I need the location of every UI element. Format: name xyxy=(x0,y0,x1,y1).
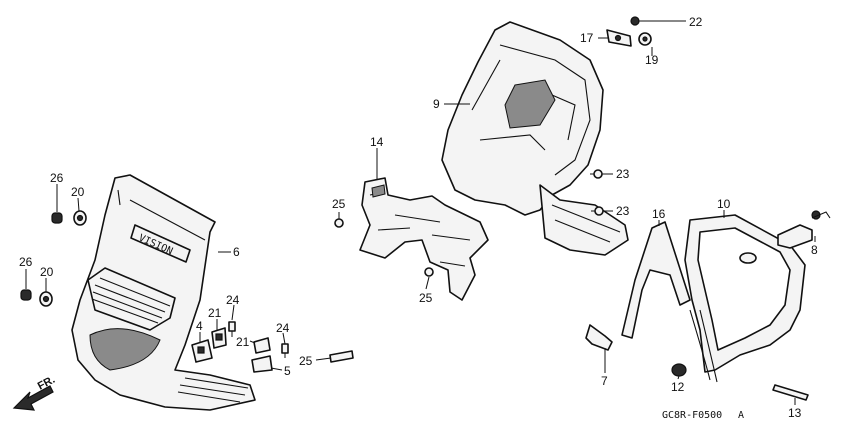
latch-17 xyxy=(606,29,632,47)
callout-20-lower: 20 xyxy=(40,265,54,279)
grommet-26-upper xyxy=(51,212,63,224)
callout-25-b: 25 xyxy=(332,197,346,211)
lock-8 xyxy=(777,210,831,249)
callouts: 26 20 26 20 6 4 21 24 21 24 5 25 14 25 2… xyxy=(19,15,818,420)
callout-26-upper: 26 xyxy=(50,171,64,185)
vision-emblem xyxy=(130,224,191,263)
clip-21-b xyxy=(253,337,271,354)
callout-14: 14 xyxy=(370,135,384,149)
screw-24-b xyxy=(281,343,289,358)
bracket-5 xyxy=(251,355,273,373)
screw-23-a xyxy=(590,169,603,179)
grommet-26-lower xyxy=(20,289,32,301)
callout-9: 9 xyxy=(433,97,440,111)
pin-13 xyxy=(772,384,809,401)
inner-frame-10 xyxy=(684,214,806,383)
callout-23-b: 23 xyxy=(616,204,630,218)
clip-7 xyxy=(585,324,613,351)
direction-label: FR. xyxy=(36,374,57,393)
leader-lines xyxy=(25,20,816,405)
grommet-12 xyxy=(671,363,687,377)
callout-13: 13 xyxy=(788,406,802,420)
front-cover: VISION xyxy=(71,174,256,411)
callout-17: 17 xyxy=(580,31,594,45)
drawing-code: GC8R-F0500 xyxy=(662,410,722,421)
callout-25-a: 25 xyxy=(299,354,313,368)
callout-26-lower: 26 xyxy=(19,255,33,269)
callout-24-a: 24 xyxy=(226,293,240,307)
inner-panel xyxy=(441,21,629,256)
screw-24-a xyxy=(228,321,236,337)
callout-7: 7 xyxy=(601,374,608,388)
callout-5: 5 xyxy=(284,364,291,378)
callout-8: 8 xyxy=(811,243,818,257)
callout-6: 6 xyxy=(233,245,240,259)
callout-21-a: 21 xyxy=(208,306,222,320)
callout-10: 10 xyxy=(717,197,731,211)
callout-16: 16 xyxy=(652,207,666,221)
callout-25-c: 25 xyxy=(419,291,433,305)
front-direction-arrow: FR. xyxy=(12,374,57,411)
screw-25-b xyxy=(334,212,344,228)
callout-20-upper: 20 xyxy=(71,185,85,199)
callout-23-a: 23 xyxy=(616,167,630,181)
nut-19 xyxy=(638,32,652,46)
air-duct xyxy=(359,177,489,301)
nut-20-upper xyxy=(73,210,87,226)
callout-24-b: 24 xyxy=(276,321,290,335)
clip-21-a xyxy=(211,327,227,349)
revision-mark: A xyxy=(738,410,744,421)
bracket-4 xyxy=(191,339,213,363)
seal-16 xyxy=(621,221,691,339)
screw-25-a xyxy=(329,350,354,363)
callout-19: 19 xyxy=(645,53,659,67)
callout-21-b: 21 xyxy=(236,335,250,349)
callout-12: 12 xyxy=(671,380,685,394)
callout-4: 4 xyxy=(196,319,203,333)
screw-25-c xyxy=(424,267,434,277)
callout-22: 22 xyxy=(689,15,703,29)
nut-20-lower xyxy=(39,291,53,307)
screw-22 xyxy=(630,16,640,26)
